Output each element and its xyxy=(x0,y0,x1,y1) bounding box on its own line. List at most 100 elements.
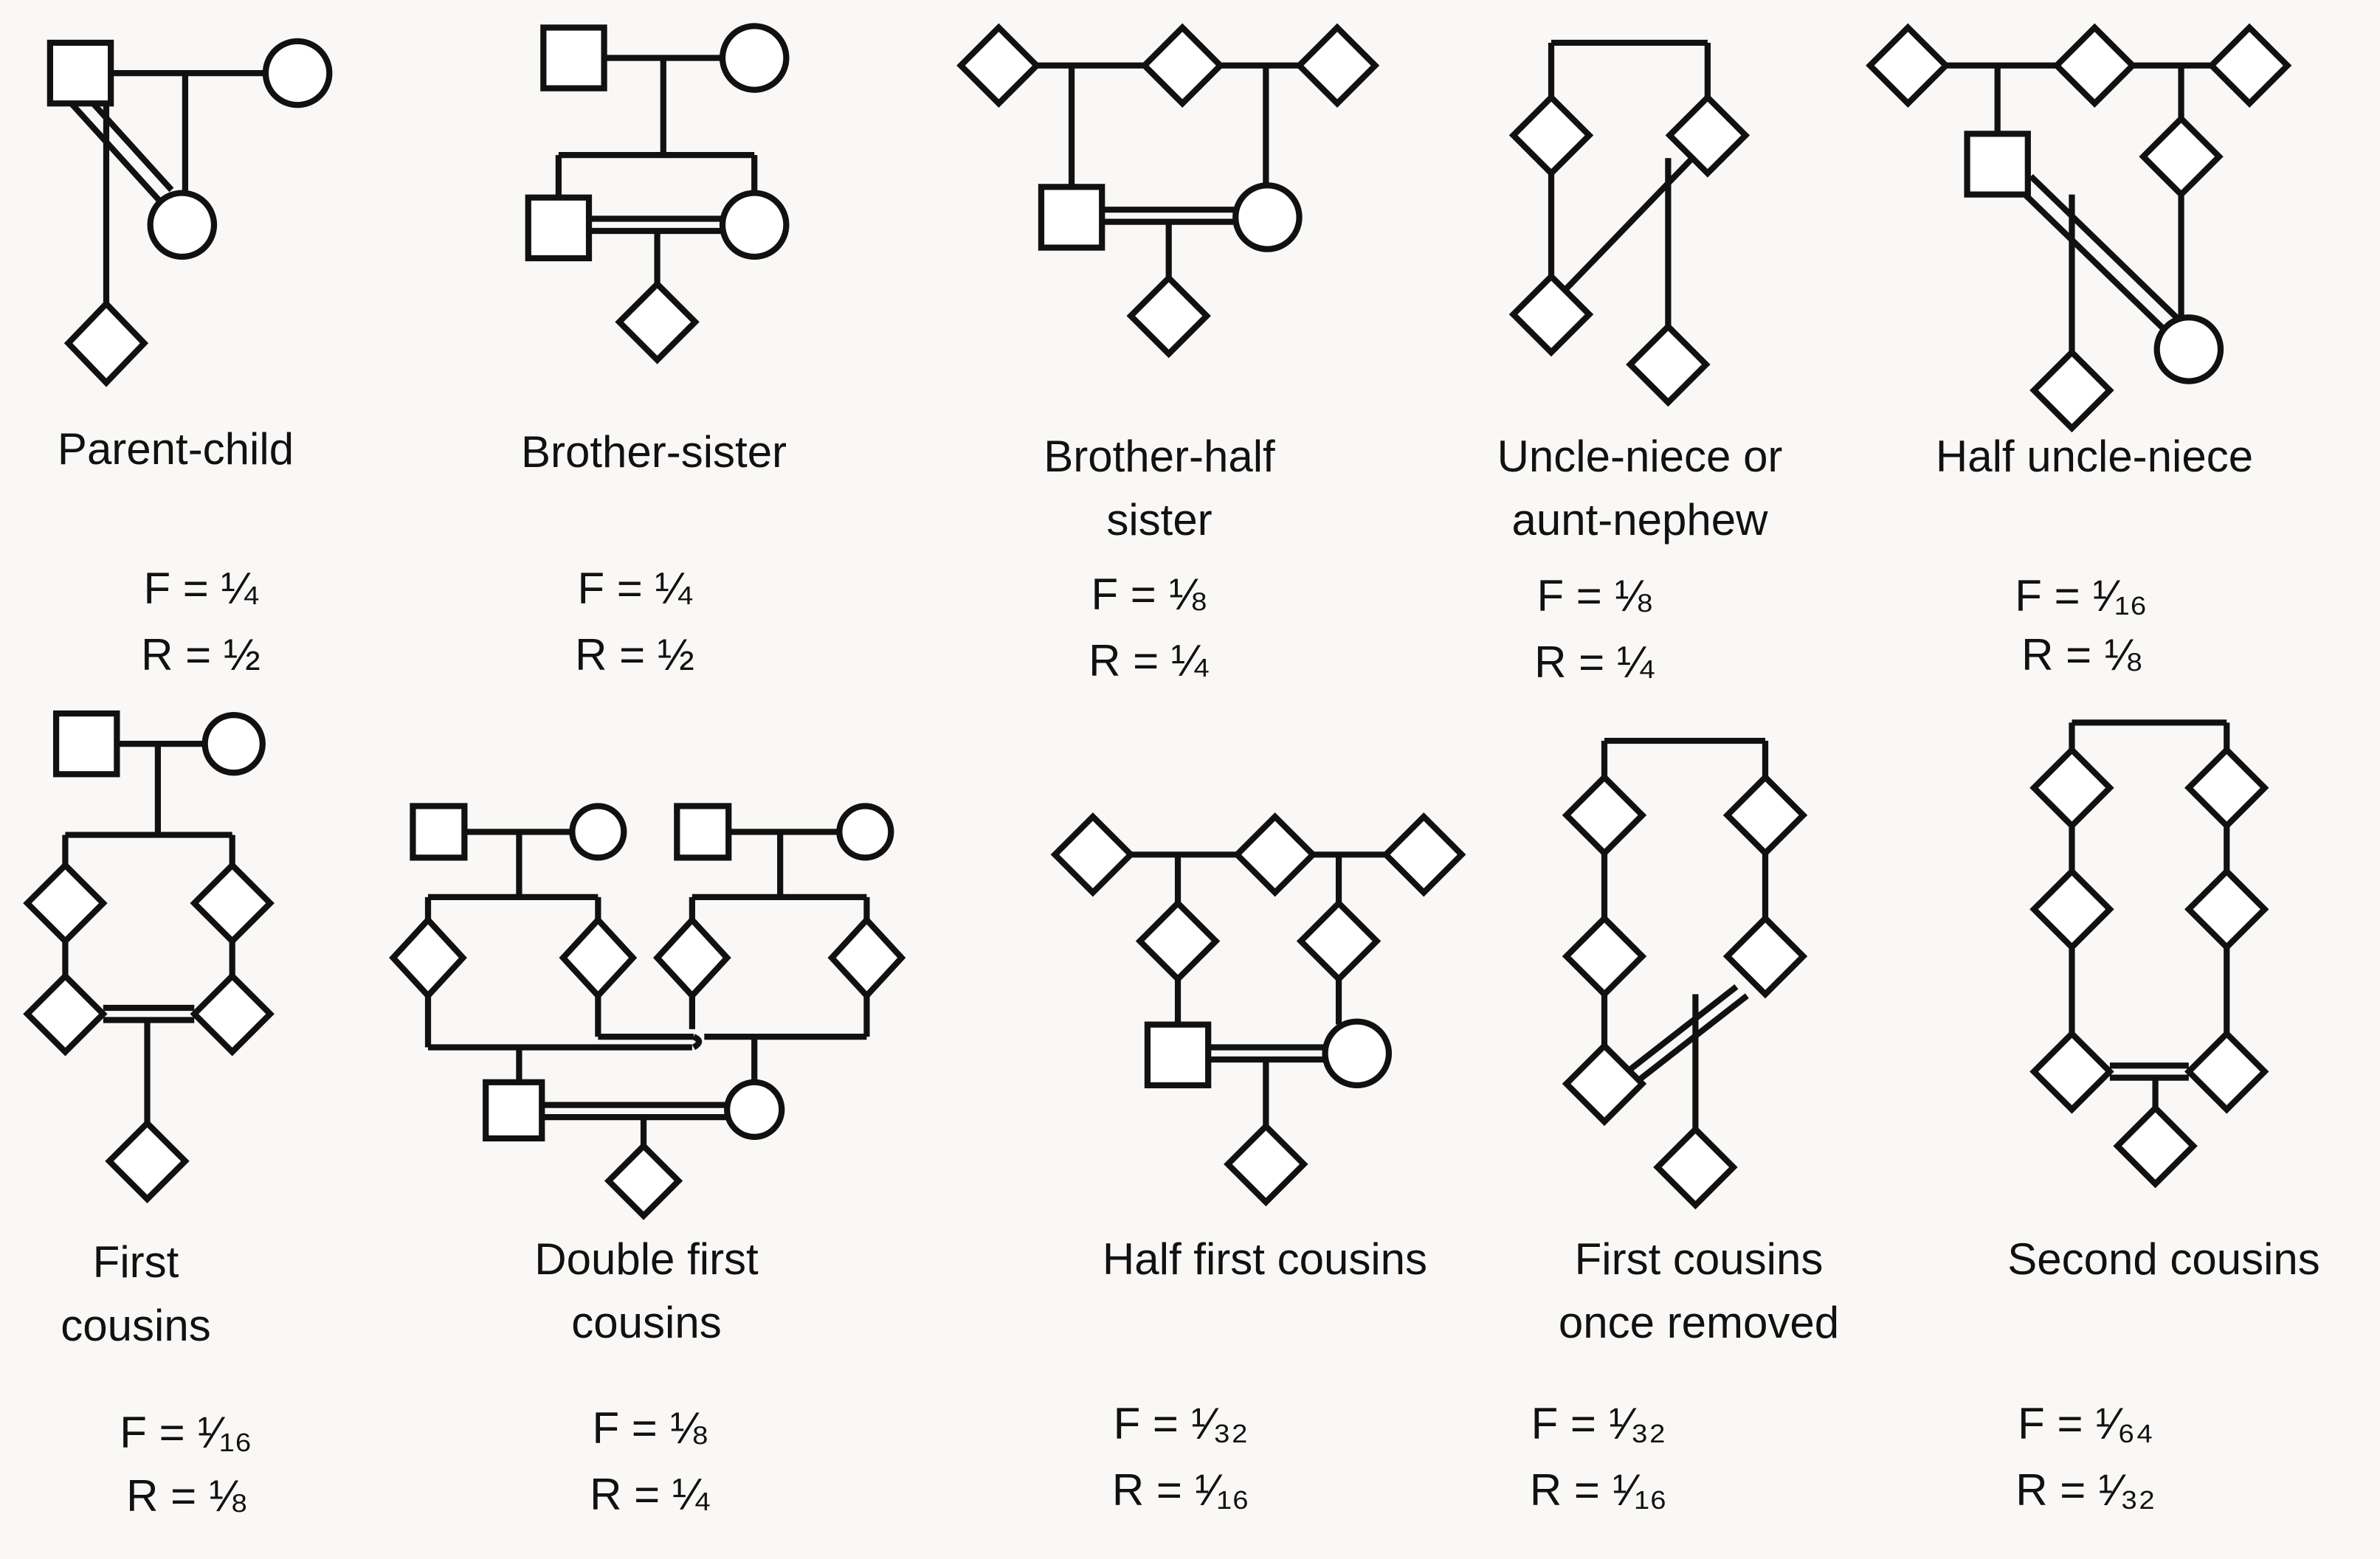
diamond-symbol xyxy=(652,915,731,1000)
diamond-symbol xyxy=(23,860,108,946)
diamond-symbol xyxy=(1382,812,1466,897)
r-value-half-uncle-niece: R = ⅛ xyxy=(2021,630,2141,680)
male-symbol xyxy=(483,1079,545,1142)
r-value-first-cousins-once-removed: R = ¹⁄₁₆ xyxy=(1529,1465,1668,1515)
diamond-symbol xyxy=(1562,1041,1647,1127)
diamond-symbol xyxy=(2029,1029,2114,1114)
diamond-symbol xyxy=(1508,93,1594,178)
panel-title-brother-half-sister: Brother-half sister xyxy=(1044,432,1275,545)
male-symbol xyxy=(1964,131,2031,198)
diamond-symbol xyxy=(105,1119,190,1204)
male-symbol xyxy=(52,710,120,778)
diamond-symbol xyxy=(190,860,275,946)
r-value-brother-sister: R = ½ xyxy=(575,630,694,680)
female-symbol xyxy=(719,190,790,260)
diamond-symbol xyxy=(559,915,638,1000)
pedigree-half-first-cousins xyxy=(1050,812,1466,1207)
diamond-symbol xyxy=(2113,1103,2198,1189)
female-symbol xyxy=(147,190,218,260)
diamond-symbol xyxy=(956,23,1041,108)
diamond-symbol xyxy=(1126,273,1211,359)
r-value-first-cousins: R = ⅛ xyxy=(126,1471,246,1521)
panel-title-double-first-cousins: Double first cousins xyxy=(534,1234,759,1347)
diamond-symbol xyxy=(2184,1029,2269,1114)
f-value-half-first-cousins: F = ¹⁄₃₂ xyxy=(1113,1399,1249,1448)
pedigree-brother-sister xyxy=(525,23,790,364)
pedigree-half-uncle-niece xyxy=(1866,23,2292,433)
diamond-symbol xyxy=(1224,1121,1308,1207)
pedigree-uncle-niece xyxy=(1508,39,1750,407)
panel-title-first-cousins: First cousins xyxy=(61,1237,211,1350)
diamond-symbol xyxy=(827,915,906,1000)
panel-title-uncle-niece: Uncle-niece or aunt-nephew xyxy=(1497,432,1783,545)
pedigree-second-cousins xyxy=(2029,719,2269,1189)
diamond-symbol xyxy=(190,972,275,1057)
diamond-symbol xyxy=(1626,322,1711,407)
diamond-symbol xyxy=(2029,745,2114,831)
panel-title-half-uncle-niece: Half uncle-niece xyxy=(1935,432,2254,481)
pedigree-double-first-cousins xyxy=(389,803,906,1220)
diamond-symbol xyxy=(2184,745,2269,831)
panel-title-second-cousins: Second cousins xyxy=(2007,1234,2320,1284)
diamond-symbol xyxy=(2139,114,2224,199)
male-symbol xyxy=(410,803,468,861)
f-value-second-cousins: F = ¹⁄₆₄ xyxy=(2018,1399,2153,1448)
male-symbol xyxy=(1144,1021,1212,1089)
diamond-symbol xyxy=(389,915,467,1000)
male-symbol xyxy=(525,194,593,262)
pedigree-brother-half-sister xyxy=(956,23,1380,359)
pedigree-first-cousins xyxy=(23,710,275,1204)
female-symbol xyxy=(1322,1018,1393,1089)
diamond-symbol xyxy=(1296,899,1382,984)
panel-title-half-first-cousins: Half first cousins xyxy=(1102,1234,1428,1284)
f-value-half-uncle-niece: F = ¹⁄₁₆ xyxy=(2015,571,2148,621)
diamond-symbol xyxy=(604,1141,683,1220)
male-symbol xyxy=(540,24,607,91)
r-value-brother-half-sister: R = ¼ xyxy=(1089,636,1208,685)
female-symbol xyxy=(724,1079,785,1140)
female-symbol xyxy=(719,23,790,93)
diamond-symbol xyxy=(23,972,108,1057)
female-symbol xyxy=(569,803,627,861)
diamond-symbol xyxy=(615,280,700,364)
f-value-first-cousins-once-removed: F = ¹⁄₃₂ xyxy=(1531,1399,1666,1448)
diamond-symbol xyxy=(1135,899,1221,984)
diamond-symbol xyxy=(2184,867,2269,952)
female-symbol xyxy=(262,38,333,108)
diamond-symbol xyxy=(2052,23,2137,108)
female-symbol xyxy=(836,803,894,861)
diamond-symbol xyxy=(1050,812,1136,897)
diamond-symbol xyxy=(1294,23,1380,108)
f-value-first-cousins: F = ¹⁄₁₆ xyxy=(120,1408,252,1457)
pedigree-parent-child xyxy=(46,38,333,387)
diamond-symbol xyxy=(1722,913,1808,999)
female-symbol xyxy=(1232,182,1303,252)
r-value-second-cousins: R = ¹⁄₃₂ xyxy=(2015,1465,2156,1515)
panel-title-parent-child: Parent-child xyxy=(57,424,294,474)
r-value-parent-child: R = ½ xyxy=(141,630,261,680)
diamond-symbol xyxy=(1232,812,1317,897)
male-symbol xyxy=(1038,184,1106,251)
f-value-double-first-cousins: F = ⅛ xyxy=(592,1403,707,1453)
panel-title-brother-sister: Brother-sister xyxy=(520,427,787,477)
diamond-symbol xyxy=(1139,23,1225,108)
r-value-half-first-cousins: R = ¹⁄₁₆ xyxy=(1111,1465,1250,1515)
f-value-uncle-niece: F = ⅛ xyxy=(1536,571,1652,621)
diamond-symbol xyxy=(1562,772,1647,858)
male-symbol xyxy=(674,803,732,861)
f-value-brother-sister: F = ¼ xyxy=(577,564,692,613)
diamond-symbol xyxy=(2029,867,2114,952)
pedigree-first-cousins-once-removed xyxy=(1562,737,1808,1210)
diamond-symbol xyxy=(1653,1124,1738,1210)
diamond-symbol xyxy=(1866,23,1950,108)
diamond-symbol xyxy=(1508,272,1594,357)
f-value-parent-child: F = ¼ xyxy=(143,564,258,613)
diamond-symbol xyxy=(1665,93,1750,178)
diamond-symbol xyxy=(2207,23,2292,108)
diamond-symbol xyxy=(2029,348,2114,433)
male-symbol xyxy=(46,39,114,107)
female-symbol xyxy=(201,711,266,776)
diamond-symbol xyxy=(63,299,149,387)
diamond-symbol xyxy=(1722,772,1808,858)
